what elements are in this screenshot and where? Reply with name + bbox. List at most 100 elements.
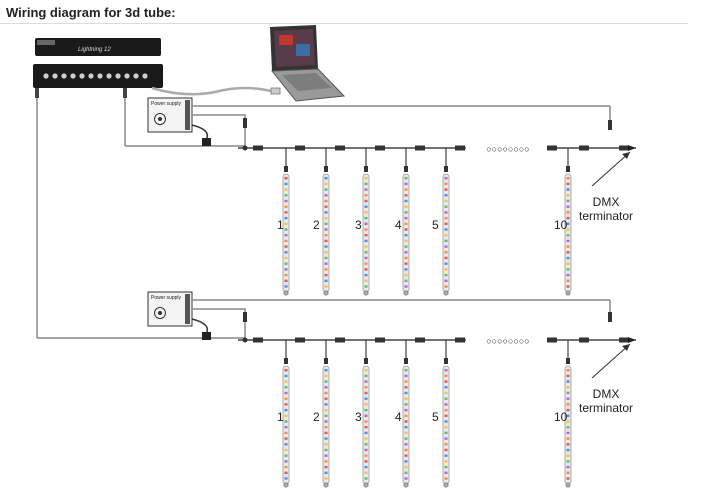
tube-led: [566, 234, 570, 237]
dmx-controller: Lightning 12: [33, 38, 163, 88]
bus-connector: [547, 337, 557, 343]
tube-led: [404, 391, 408, 395]
tube-led: [364, 397, 368, 400]
tube-led: [364, 471, 368, 474]
bus-connector: [455, 337, 465, 343]
tube-led: [324, 262, 328, 265]
tube-number-label: 5: [432, 218, 439, 232]
tube-number-label: 1: [277, 410, 284, 424]
tube-led: [364, 460, 368, 463]
tube-led: [404, 374, 408, 378]
tube-led: [324, 182, 328, 186]
tube-led: [404, 262, 408, 265]
tube-led: [284, 437, 288, 440]
tube-led: [404, 239, 408, 243]
bus-connector: [547, 145, 557, 151]
tube-number-label: 4: [395, 218, 402, 232]
tube-led: [404, 414, 408, 417]
controller-port: [52, 73, 58, 79]
tube-led: [404, 460, 408, 463]
tube-led: [444, 222, 448, 225]
tube-led: [324, 251, 328, 254]
terminator-plug: [628, 145, 636, 151]
laptop-screen-window: [279, 35, 293, 45]
tube-led: [324, 471, 328, 474]
tube-led: [444, 234, 448, 237]
tube-led: [404, 182, 408, 186]
tube-led: [364, 380, 368, 383]
tube-led: [284, 420, 288, 423]
tube-led: [364, 216, 368, 220]
tube-led: [324, 426, 328, 429]
tube-connector: [444, 358, 448, 364]
tube-led: [284, 431, 288, 435]
tube-connector: [324, 166, 328, 172]
tube-led: [284, 448, 288, 452]
controller-port: [70, 73, 76, 79]
tube-led: [404, 471, 408, 474]
tube-connector: [284, 166, 288, 172]
bus-connector: [335, 145, 345, 151]
tube-endcap: [443, 482, 449, 488]
tube-led: [404, 234, 408, 237]
controller-port: [79, 73, 85, 79]
tube-led: [404, 437, 408, 440]
tube-led: [324, 239, 328, 243]
tube-led: [404, 222, 408, 225]
tube-led: [566, 256, 570, 260]
tube-led: [444, 262, 448, 265]
tube-led: [566, 454, 570, 457]
tube-led: [566, 182, 570, 186]
tube-led: [444, 245, 448, 248]
tube-led: [566, 262, 570, 265]
tube-led: [444, 273, 448, 277]
tube-led: [364, 285, 368, 288]
tube-led: [444, 216, 448, 220]
tube-led: [404, 448, 408, 452]
bus-connector: [335, 337, 345, 343]
tube-led: [444, 239, 448, 243]
tube-led: [364, 420, 368, 423]
tube-number-label: 1: [277, 218, 284, 232]
tube-led: [566, 391, 570, 395]
tube-led: [404, 285, 408, 288]
tube-led: [566, 397, 570, 400]
terminator-pointer-line: [591, 151, 631, 187]
bus-connector: [253, 337, 263, 343]
tube-led: [324, 268, 328, 271]
tube-led: [566, 431, 570, 435]
tube-connector: [566, 358, 570, 364]
tube-led: [566, 437, 570, 440]
tube-led: [444, 465, 448, 469]
tube-led: [324, 386, 328, 389]
usb-cable: [151, 86, 276, 96]
tube-led: [324, 454, 328, 457]
tube-endcap: [323, 482, 329, 488]
tube-led: [364, 262, 368, 265]
tube-led: [566, 251, 570, 254]
tube-number-label: 10: [554, 410, 568, 424]
tube-led: [566, 448, 570, 452]
tube-led: [566, 228, 570, 231]
tube-led: [364, 211, 368, 214]
continuation-dots: ○○○○○○○○: [486, 336, 530, 346]
controller-port: [88, 73, 94, 79]
tube-led: [324, 222, 328, 225]
tube-endcap: [323, 290, 329, 296]
tube-endcap: [565, 290, 571, 296]
tube-led: [566, 285, 570, 288]
tube-endcap: [565, 482, 571, 488]
controller-port: [115, 73, 121, 79]
tube-number-label: 10: [554, 218, 568, 232]
terminator-pointer-line: [591, 343, 631, 379]
bus-connector: [253, 145, 263, 151]
tube-led: [566, 443, 570, 446]
tube-led: [404, 216, 408, 220]
tube-led: [444, 188, 448, 191]
tube-led: [324, 245, 328, 248]
power-supply-fan-hub: [158, 117, 162, 121]
tube-led: [324, 273, 328, 277]
tube-led: [364, 448, 368, 452]
